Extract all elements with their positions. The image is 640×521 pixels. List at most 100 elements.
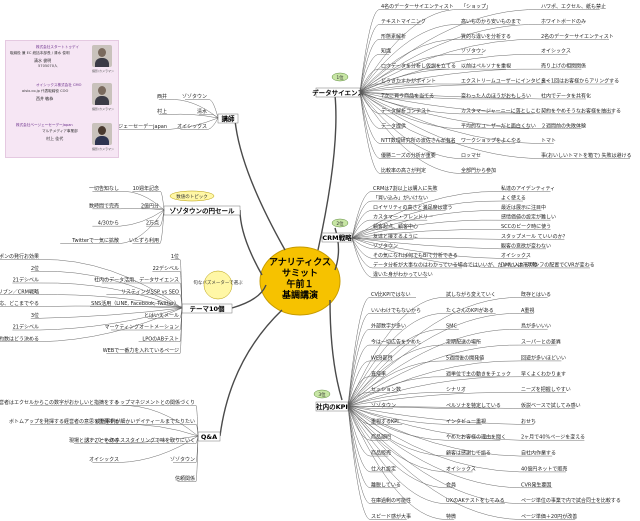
leaf-text: ２週間前の失敗体験 [541,122,586,129]
central-line-4: 基調講演 [281,289,318,301]
branch-zozotown[interactable]: ゾゾタウンの円セール 数値のトピック [164,191,240,215]
leaf-text: 「買い込み」がいけない [373,195,428,202]
leaf-text: いいわけでもないから [371,307,421,314]
leaf-text: ゾゾタウン [371,402,396,409]
leaf-text: 比較率の高さが判定 [381,167,426,174]
leaf-text: 「ショップ」 [461,4,491,10]
leaf-text: 定期配送の場所 [446,339,481,346]
central-line-3: 午前１ [286,278,313,290]
detail-1: 取締役 兼 EC 統括本部長 / 清水 俊明 [10,51,70,56]
sub-1: 5705070人 [38,64,58,69]
svg-text:データサイエンス: データサイエンス [312,88,364,97]
leaf-text: 10週年記念 [133,185,159,192]
leaf-text: よく使える [501,195,526,202]
leaf-text: 違いた身がわかっていない [373,271,433,278]
leaf-connector [360,92,554,144]
branch-speakers[interactable]: 講師 [218,114,238,123]
leaf-text: 以前はペルソナを重視 [461,63,511,70]
leaf-text: 2ヶ月で40%ページを変える [521,434,585,441]
leaf-text: 1位 [171,253,179,260]
leaf-text: 今は一切広告をやめた [371,339,421,346]
leaf-text: 観客の意欲が変わない [501,242,551,249]
leaf-text: 2万点 [146,221,159,227]
leaf-text: 全部門から参加 [461,167,496,174]
leaf-text: 契約をやめそうなお客様を抽出する [541,107,621,114]
leaf-text: 私達のアイデンティティ [501,185,555,192]
leaf-text: WEBで一番力を入れているページ [103,347,179,354]
leaf-text: 売り上げの相関関係 [541,63,586,70]
leaf-text: 村上 [157,108,167,115]
leaf-text: インタビュー重視 [446,418,486,425]
leaf-text: 知識 [381,48,391,55]
leaf-text: 社内のデータ活用、データサイエンス [94,277,179,284]
speaker-photo-1 [92,45,112,67]
leaf-text: ページ単位の事業で内で試合同士を比較する [521,497,621,504]
leaf-text: 気になる各社のKPI、最大公約数はどう決める [0,335,39,342]
leaf-text: 特微 [446,513,456,520]
leaf-text: 一切告知なし [89,185,119,192]
leaf-text: 離脱している [371,481,401,488]
leaf-text: DMに入れるパンフの配置でCVRが変わる [501,261,595,268]
leaf-text: スピード感が大事 [371,513,411,520]
leaf-text: エクストリームユーザーにインタビュー [461,78,551,85]
central-node: アナリティクス サミット 午前１ 基調講演 [260,247,340,315]
branch-qa[interactable]: Q&A [198,432,220,441]
leaf-text: 在庫過剰の可能性 [371,497,411,504]
leaf-text: リスティングSSP vs SEO [121,288,179,295]
leaf-connector [360,92,515,144]
leaf-text: NTT数理研究所の波佐さんが有名 [381,137,456,144]
leaf-text: 既存とはいる [521,291,551,298]
photo-caption-1: 撮影/カメラマン [92,69,114,73]
name-3: 村上 佳代 [46,136,63,142]
leaf-text: 自社内作業する [521,450,556,457]
leaf-text: オイシックス [446,466,476,472]
svg-text:CRM戦略: CRM戦略 [322,233,352,242]
badge-rank-3: 3位 [318,391,326,398]
badge-rank-1: 1位 [336,74,344,81]
leaf-text: CV比KPIではない [371,291,411,298]
company-2: オイシックス株式会社 CMO [36,83,81,88]
badge-buzz: 旬なバズメーターで選ぶ [193,279,243,286]
branch-crm[interactable]: CRM戦略 2位 [322,219,352,242]
leaf-text: いたずら利用 [129,237,159,244]
detail-2: oisix.co.jp 代表取締役 COO [22,89,68,94]
svg-text:テーマ10個: テーマ10個 [189,304,225,313]
company-1: 株式会社スタートトゥデイ [36,45,79,50]
leaf-text: 40億円ネットで販売 [521,465,567,472]
line-data-science [318,95,336,250]
leaf-text: 事(おいしいトマトを箱で) 失敗は避ける [541,152,632,159]
leaf-text: 外部数字が多い [371,323,406,330]
leaf-text: 21デシベル [13,324,39,331]
leaf-connector [159,114,218,118]
leaf-text: 質的な違いを分析する [461,33,511,40]
branch-data-science[interactable]: データサイエンス 1位 [312,73,364,97]
leaf-text: 良く1回はお客様からアリングする [541,78,619,85]
company-3: 株式会社ベージェーセーデーJapan [16,123,73,128]
leaf-text: オイシックス [541,49,571,55]
leaf-text: 経営者はエクセルからこの数字がおかしいと指摘をする [0,399,119,406]
leaf-text: 3位 [31,312,39,319]
leaf-text: カスタマージャーニーに落としこむ [461,107,541,114]
leaf-text: ハワポ、エクセル、紙も禁止 [541,3,606,10]
qa-leaves: トップマネジメントとの関係づくり成功事例が細かいデイティールまでたりたいスーパー… [0,399,198,482]
leaf-text: 回遊が多いほどいい [521,354,566,361]
leaf-text: 4/30から [98,220,119,227]
leaf-text: 感情価値の設定が難しい [501,214,556,221]
photo-caption-2: 撮影/カメラマン [92,107,114,111]
leaf-text: ワークショップをよくやる [461,137,521,144]
leaf-text: 顧客起点、顧客中心 [373,223,418,230]
leaf-connector [360,92,421,174]
leaf-text: 2位 [31,265,39,272]
line-kpi [330,300,342,400]
leaf-text: ゾゾタウン [461,48,486,55]
line-zozo [240,210,262,275]
leaf-text: 清水 [197,108,207,115]
central-line-2: サミット [282,268,318,279]
branch-in-house-kpi[interactable]: 社内のKPI 3位 [314,390,348,411]
leaf-text: 最近は展示に注目中 [501,204,546,211]
leaf-connector [30,424,198,436]
leaf-text: テキストマイニング [381,18,426,25]
theme-leaves: 1位22デシベル社内のデータ活用、データサイエンスリスティングSSP vs SE… [0,253,182,354]
line-qa [220,310,282,436]
speaker-photo-3 [92,123,112,145]
